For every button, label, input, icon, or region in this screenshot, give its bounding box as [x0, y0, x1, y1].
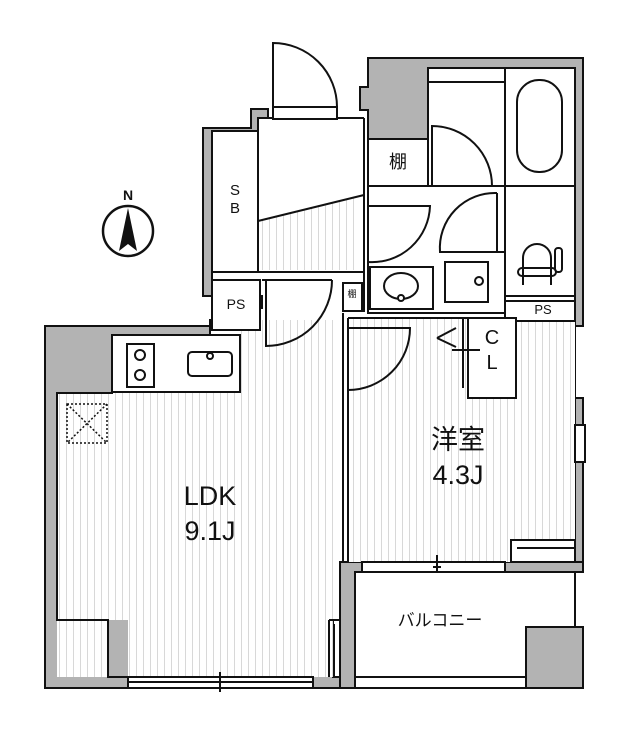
- room-size-western-room: 4.3J: [432, 460, 484, 490]
- shoe-box-label-s: S: [229, 182, 240, 199]
- compass-label: N: [122, 187, 134, 203]
- pipe-space-toilet-label: PS: [534, 302, 552, 317]
- room-name-western-room: 洋室: [431, 425, 485, 455]
- closet-label-c: C: [484, 327, 500, 349]
- balcony-label: バルコニー: [397, 611, 483, 630]
- closet-label-l: L: [486, 352, 498, 374]
- north-arrow-icon: [101, 204, 155, 258]
- room-name-ldk: LDK: [183, 481, 237, 511]
- shelf-label-small: 棚: [347, 289, 357, 299]
- shelf-label-large: 棚: [389, 152, 407, 172]
- room-size-ldk: 9.1J: [184, 516, 236, 546]
- pipe-space-entry-label: PS: [226, 296, 246, 312]
- shoe-box-label-b: B: [229, 200, 240, 217]
- interior-walls: [56, 41, 586, 692]
